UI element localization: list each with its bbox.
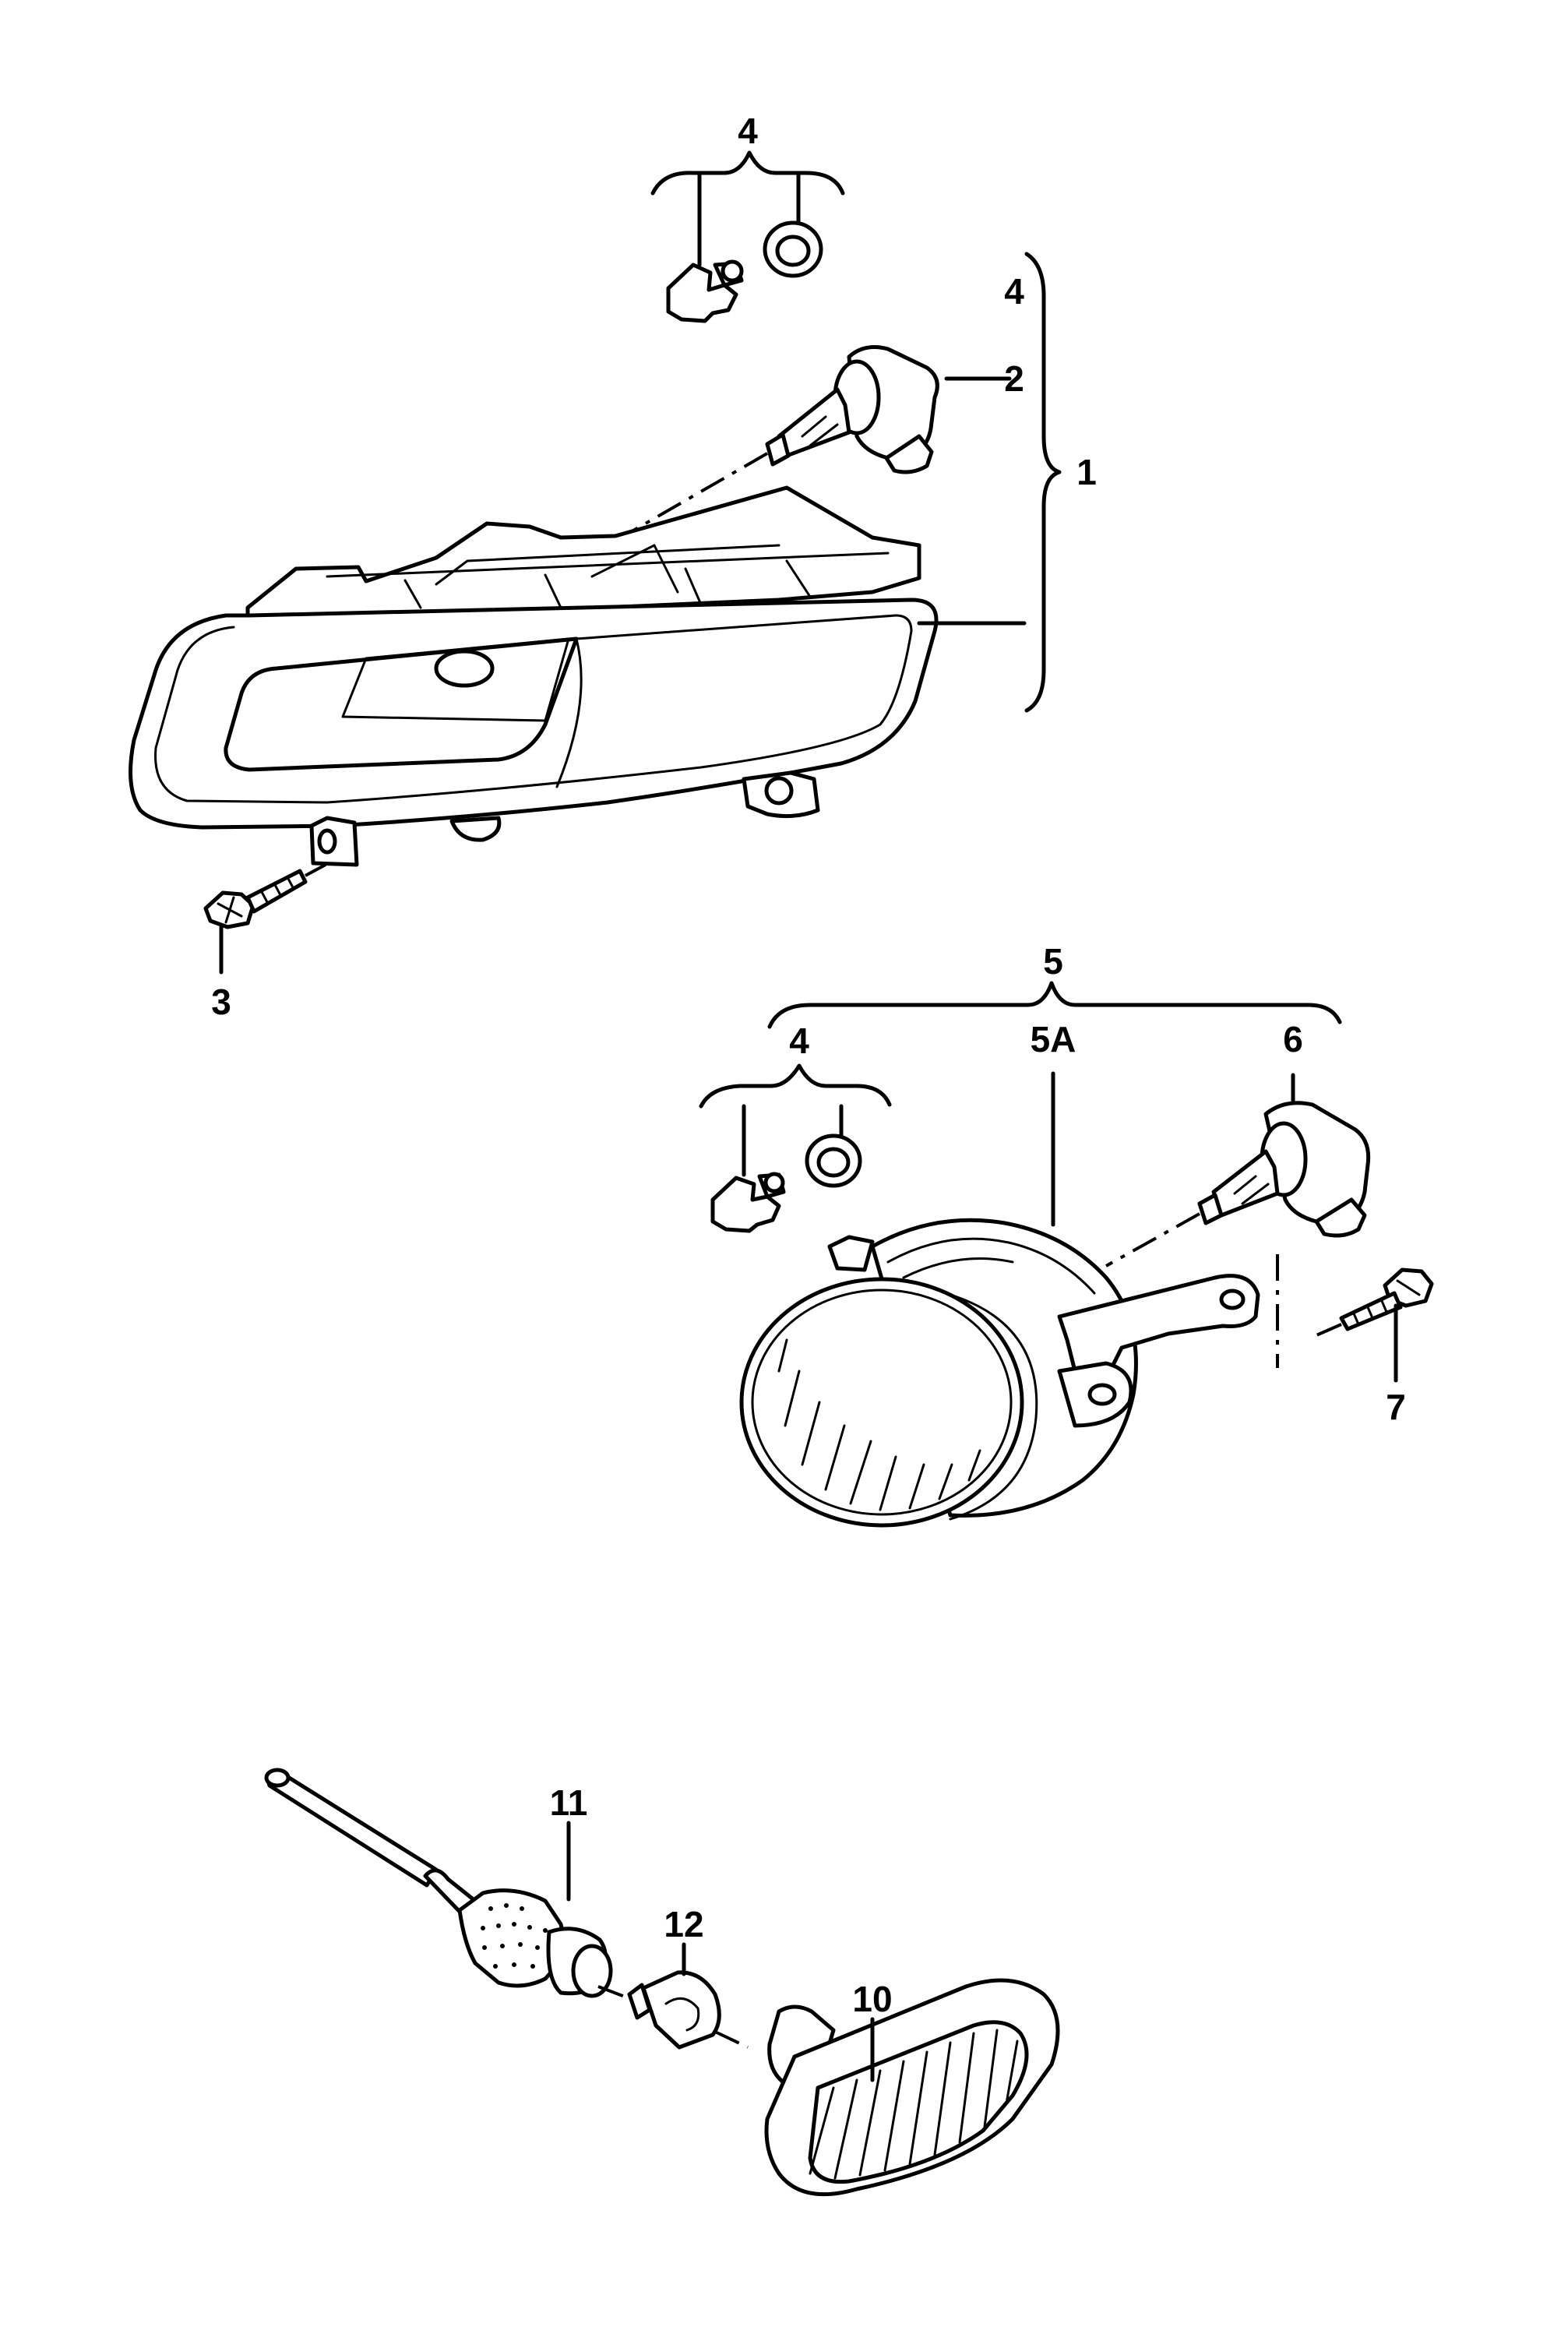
part-5a-fog-lamp bbox=[739, 1218, 1260, 1528]
part-2-bulb-top bbox=[765, 345, 939, 474]
callout-2: 2 bbox=[1004, 358, 1024, 399]
callout-3: 3 bbox=[211, 982, 231, 1022]
marker-lens-hatching bbox=[809, 2029, 1019, 2180]
callout-5a: 5A bbox=[1031, 1019, 1076, 1059]
callout-4-right: 4 bbox=[1004, 271, 1024, 312]
callout-12: 12 bbox=[664, 1904, 703, 1944]
part-4-clip-set-middle bbox=[699, 1063, 892, 1233]
assembly-line-marker-bulb bbox=[597, 1985, 632, 2001]
part-3-screw-top bbox=[203, 863, 326, 975]
callout-4-middle: 4 bbox=[789, 1021, 809, 1061]
part-7-screw bbox=[1316, 1267, 1434, 1383]
callout-6: 6 bbox=[1283, 1019, 1303, 1059]
callout-7: 7 bbox=[1386, 1387, 1406, 1427]
part-1-fog-lamp-housing bbox=[129, 485, 939, 867]
callout-bracket-5 bbox=[767, 981, 1342, 1227]
lens-hatching bbox=[777, 1338, 981, 1511]
callout-4-top: 4 bbox=[738, 111, 758, 151]
callout-5: 5 bbox=[1043, 941, 1063, 982]
part-6-bulb bbox=[1197, 1101, 1371, 1238]
part-12-wedge-bulb bbox=[627, 1942, 721, 2050]
part-11-bulb-socket-with-wire bbox=[264, 1768, 613, 1998]
callout-10: 10 bbox=[852, 1979, 892, 2019]
callout-1: 1 bbox=[1076, 452, 1097, 492]
assembly-line-marker-lamp bbox=[714, 2030, 749, 2049]
callout-bracket-assembly-1 bbox=[917, 252, 1062, 713]
part-10-side-marker-lamp bbox=[764, 1978, 1060, 2197]
callout-11: 11 bbox=[550, 1782, 588, 1823]
assembly-line-bulb-middle bbox=[1105, 1212, 1200, 1267]
part-4-clip-set-top bbox=[650, 150, 845, 323]
